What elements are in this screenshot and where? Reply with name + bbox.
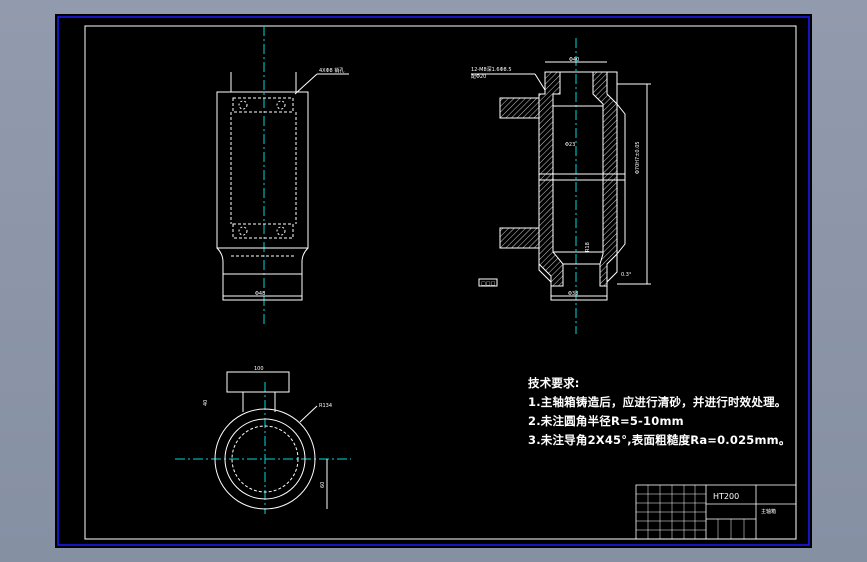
plan-radius-label: R134 xyxy=(319,403,332,409)
base-width-label: Φ48 xyxy=(255,291,265,297)
front-top-hole-right xyxy=(276,100,286,110)
requirement-3: 3.未注导角2X45°,表面粗糙度Ra=0.025mm。 xyxy=(528,433,791,447)
section-left-wall xyxy=(538,71,564,287)
part-name: 主轴箱 xyxy=(761,508,776,515)
chamfer-note: R18 xyxy=(585,242,591,252)
requirement-1: 1.主轴箱铸造后，应进行清砂，并进行时效处理。 xyxy=(528,395,787,409)
plan-mid-circle xyxy=(224,418,306,500)
front-bottom-hole-right xyxy=(276,226,286,236)
hole-leader xyxy=(534,73,546,91)
keyway-note: 4XΦ8 销孔 xyxy=(319,67,344,74)
inner-border xyxy=(84,25,797,540)
plan-inner-circle xyxy=(231,425,299,493)
plan-height-label: 40 xyxy=(203,400,209,406)
section-view: Φ40 Φ38 Φ70H7±0.05 Φ23 R18 0.3° 12-M8深1.… xyxy=(471,38,651,334)
top-width-label: Φ40 xyxy=(569,57,579,63)
hole-note-line1: 12-M8深1.6Φ8.5 xyxy=(471,66,512,73)
plan-flange xyxy=(226,371,290,393)
front-bottom-hole-left xyxy=(238,226,248,236)
section-upper-flange xyxy=(499,97,540,119)
roughness-tag: □□□ xyxy=(481,281,495,287)
material-label: HT200 xyxy=(713,492,739,501)
front-leader xyxy=(294,73,318,95)
hole-note-line2: 配Φ20 xyxy=(471,74,486,80)
inner-mark-label: Φ23 xyxy=(565,142,575,148)
front-neck xyxy=(216,247,309,274)
slope-note: 0.3° xyxy=(621,272,632,278)
requirement-2: 2.未注圆角半径R=5-10mm xyxy=(528,414,684,428)
title-block-grid xyxy=(636,485,745,539)
title-block: HT200 主轴箱 xyxy=(635,484,797,540)
engineering-drawing: 4XΦ8 销孔 Φ48 xyxy=(57,16,810,546)
front-top-hole-left xyxy=(238,100,248,110)
roughness-tag-box xyxy=(478,278,498,287)
technical-requirements: 技术要求: 1.主轴箱铸造后，应进行清砂，并进行时效处理。 2.未注圆角半径R=… xyxy=(528,374,791,450)
plan-view: 100 R134 40 60 xyxy=(175,366,351,514)
section-right-wall xyxy=(592,71,618,287)
section-outline xyxy=(538,71,626,301)
front-body xyxy=(216,91,309,249)
plan-depth-label: 60 xyxy=(320,482,326,488)
plan-outer-circle xyxy=(214,408,316,510)
front-top-slot xyxy=(232,97,294,113)
side-dimension-label: Φ70H7±0.05 xyxy=(635,141,641,174)
drawing-sheet: 4XΦ8 销孔 Φ48 xyxy=(55,14,812,548)
plan-radius-leader xyxy=(299,405,318,423)
section-lower-flange xyxy=(499,227,540,249)
front-view: 4XΦ8 销孔 Φ48 xyxy=(216,26,349,326)
front-bottom-slot xyxy=(232,223,294,239)
requirements-heading: 技术要求: xyxy=(528,376,580,390)
plan-flange-label: 100 xyxy=(254,366,264,372)
front-base xyxy=(222,273,303,301)
bottom-width-label: Φ38 xyxy=(568,291,578,297)
outer-blue-frame xyxy=(57,16,810,546)
